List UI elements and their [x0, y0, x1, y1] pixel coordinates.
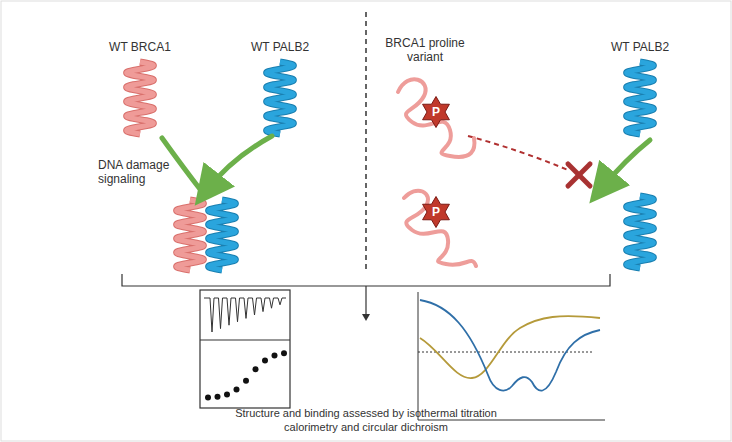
down-arrow: [365, 286, 366, 318]
caption: Structure and binding assessed by isothe…: [216, 406, 516, 434]
helix-back: [177, 200, 204, 270]
itc-isotherm: [205, 350, 287, 400]
itc-panel: [200, 290, 290, 408]
alpha-helix: [209, 200, 236, 270]
failed-binding-line: [468, 136, 568, 170]
red-x: [568, 164, 590, 186]
protein-label: BRCA1 proline variant: [380, 36, 470, 64]
data-point: [281, 350, 287, 356]
protein-label: WT BRCA1: [100, 40, 180, 54]
cd-curve-variant: [420, 316, 600, 378]
unfolded-protein: [398, 79, 474, 157]
annotation: DNA damage signaling: [98, 158, 178, 186]
alpha-helix: [127, 62, 154, 134]
star-outline: [423, 197, 450, 228]
residue-letter: P: [432, 205, 440, 219]
data-point: [215, 394, 221, 400]
bracket: [122, 274, 610, 286]
proline-star: P: [420, 196, 452, 228]
alpha-helix: [627, 62, 654, 134]
down-arrow-head: [362, 314, 370, 321]
data-point: [272, 352, 278, 358]
protein-label: WT PALB2: [600, 40, 680, 54]
cd-axes: [418, 292, 605, 420]
data-point: [234, 387, 240, 393]
helix-back: [267, 62, 294, 134]
helix-back: [627, 62, 654, 134]
signal-arrow: [207, 136, 272, 190]
alpha-helix: [627, 196, 654, 268]
helix-back: [127, 62, 154, 134]
alpha-helix: [177, 200, 204, 270]
itc-divider: [200, 339, 290, 340]
data-point: [253, 366, 259, 372]
proline-star: P: [420, 96, 452, 128]
data-point: [205, 394, 211, 400]
residue-letter: P: [432, 105, 440, 119]
data-point: [243, 378, 249, 384]
data-point: [262, 357, 268, 363]
protein-label: WT PALB2: [240, 40, 320, 54]
data-point: [224, 392, 230, 398]
star-outline: [423, 97, 450, 128]
helix-back: [209, 200, 236, 270]
alpha-helix: [267, 62, 294, 134]
itc-thermogram: [204, 298, 286, 332]
helix-group: [127, 62, 654, 270]
signal-arrow: [602, 140, 650, 188]
cd-curve-wt: [420, 300, 600, 391]
divider-line: [365, 12, 367, 272]
helix-back: [627, 196, 654, 268]
unfolded-protein: [404, 191, 476, 266]
